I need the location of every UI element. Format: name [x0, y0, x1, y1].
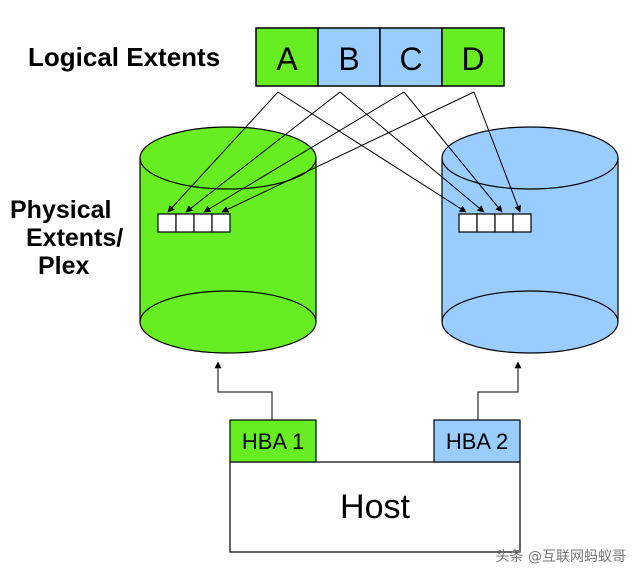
logical-extent-a-label: A [276, 41, 298, 77]
hba-connectors [214, 361, 522, 420]
disk-cylinder-right [441, 126, 619, 354]
mapping-arrow [185, 91, 341, 213]
logical-extent-d-box [441, 27, 505, 87]
mapping-arrow [221, 91, 475, 213]
physical-extent-slot [476, 213, 496, 233]
mapping-arrow [203, 91, 405, 213]
hba2-to-disk-arrow [477, 361, 522, 420]
mapping-arrow [339, 91, 485, 213]
hba2-label: HBA 2 [446, 429, 508, 454]
physical-extents-line2: Extents/ [26, 224, 123, 252]
hba1-box [229, 419, 317, 463]
logical-extent-c-box [379, 27, 443, 87]
logical-extent-a-box [255, 27, 319, 87]
watermark-text: 头条 @互联网蚂蚁哥 [495, 549, 626, 565]
physical-extent-slot [494, 213, 514, 233]
physical-extent-slot [512, 213, 532, 233]
physical-extent-slots-right [458, 213, 532, 233]
hba1-to-disk-arrow [214, 361, 273, 420]
physical-extent-slot [175, 213, 195, 233]
physical-extent-slot [458, 213, 478, 233]
mapping-arrow [277, 91, 467, 213]
hba2-box [433, 419, 521, 463]
mapping-arrow [473, 91, 522, 213]
host-label: Host [340, 488, 410, 526]
mapping-arrows [167, 91, 522, 213]
mapping-arrow [403, 91, 503, 213]
disk-cylinder-left [139, 126, 317, 354]
hba1-label: HBA 1 [242, 429, 304, 454]
logical-extent-b-box [317, 27, 381, 87]
physical-extents-line1: Physical [10, 196, 111, 224]
logical-extents-row: A B C D [255, 27, 505, 87]
mapping-arrow [167, 91, 279, 213]
host-box [229, 461, 521, 553]
physical-extent-slot [157, 213, 177, 233]
logical-extent-c-label: C [399, 41, 422, 77]
logical-extents-title: Logical Extents [28, 42, 220, 72]
logical-extent-d-label: D [461, 41, 484, 77]
physical-extent-slot [211, 213, 231, 233]
physical-extents-line3: Plex [38, 252, 90, 280]
physical-extent-slots-left [157, 213, 231, 233]
logical-extent-b-label: B [338, 41, 359, 77]
physical-extent-slot [193, 213, 213, 233]
